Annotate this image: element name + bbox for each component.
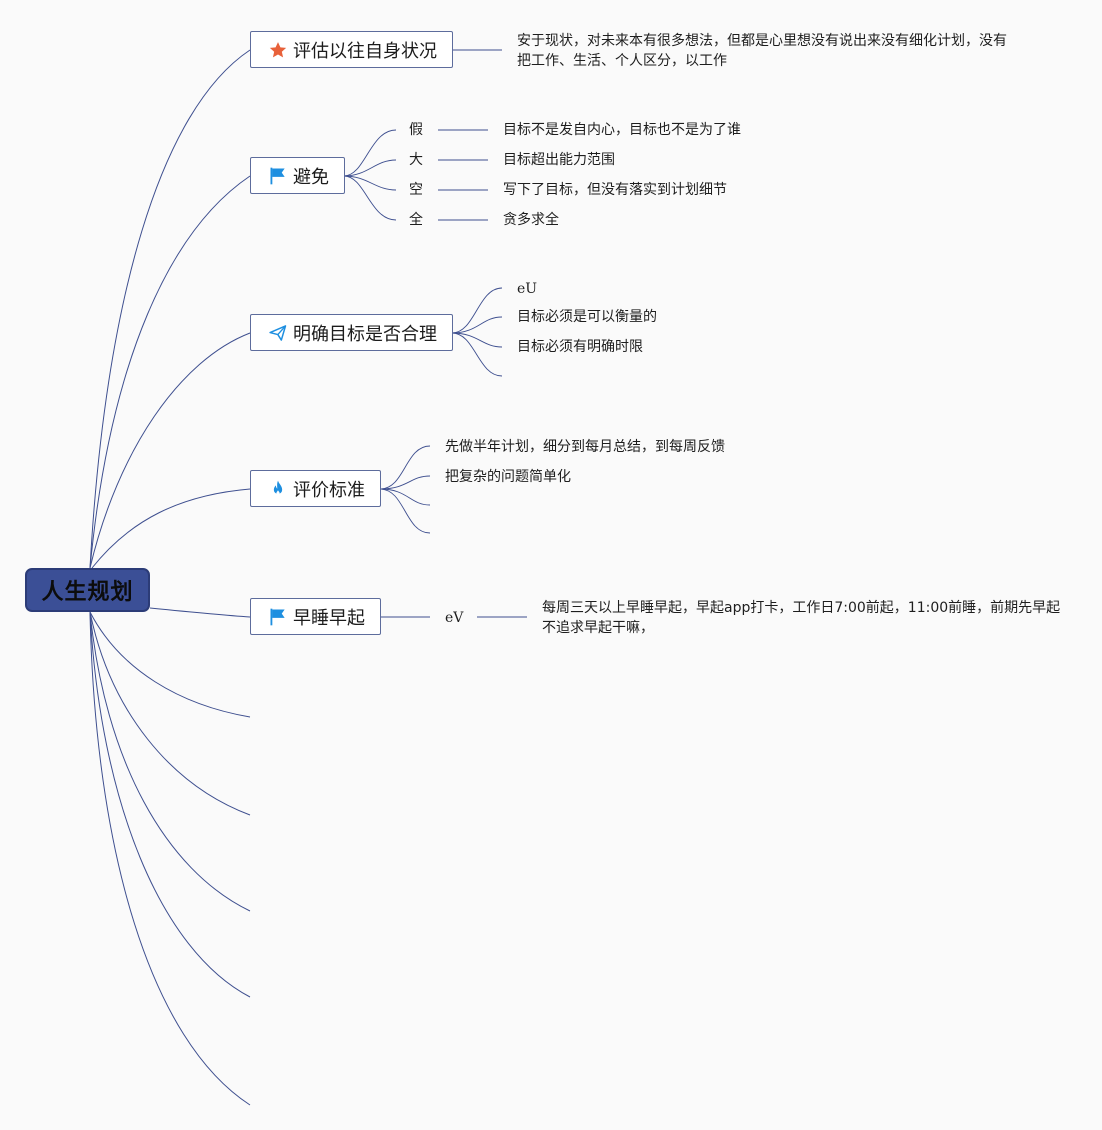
- criteria-item: 先做半年计划，细分到每月总结，到每周反馈: [445, 439, 725, 455]
- star-icon: [267, 39, 289, 61]
- topic-evaluate-past[interactable]: 评估以往自身状况: [250, 31, 453, 68]
- goal-item: 目标必须是可以衡量的: [517, 309, 657, 325]
- avoid-detail: 写下了目标，但没有落实到计划细节: [503, 182, 727, 198]
- avoid-detail: 贪多求全: [503, 212, 559, 228]
- topic-label: 明确目标是否合理: [293, 323, 437, 345]
- topic-evaluation-criteria[interactable]: 评价标准: [250, 470, 381, 507]
- goal-item: eU: [517, 281, 538, 297]
- topic-label: 评估以往自身状况: [293, 40, 437, 62]
- root-label: 人生规划: [41, 580, 134, 605]
- flag-icon: [267, 606, 289, 628]
- avoid-key: 大: [409, 152, 423, 168]
- avoid-detail: 目标不是发自内心，目标也不是为了谁: [503, 122, 741, 138]
- fire-icon: [267, 478, 289, 500]
- criteria-item: 把复杂的问题简单化: [445, 469, 571, 485]
- sleep-sub-item: eV: [445, 610, 464, 626]
- topic-label: 避免: [293, 166, 329, 188]
- topic-early-sleep-early-rise[interactable]: 早睡早起: [250, 598, 381, 635]
- avoid-detail: 目标超出能力范围: [503, 152, 615, 168]
- avoid-key: 全: [409, 212, 423, 228]
- flag-icon: [267, 165, 289, 187]
- topic-label: 早睡早起: [293, 607, 365, 629]
- root-topic[interactable]: 人生规划: [25, 568, 150, 612]
- note-line: 把工作、生活、个人区分，以工作: [517, 53, 727, 69]
- topic-label: 评价标准: [293, 479, 365, 501]
- topic-avoid[interactable]: 避免: [250, 157, 345, 194]
- note-line: 不追求早起干嘛，: [542, 620, 654, 636]
- avoid-key: 空: [409, 182, 423, 198]
- topic-goal-check[interactable]: 明确目标是否合理: [250, 314, 453, 351]
- note-line: 安于现状，对未来本有很多想法，但都是心里想没有说出来没有细化计划，没有: [517, 33, 1007, 49]
- paper-plane-icon: [267, 322, 289, 344]
- note-line: 每周三天以上早睡早起，早起app打卡，工作日7:00前起，11:00前睡，前期先…: [542, 600, 1061, 616]
- avoid-key: 假: [409, 122, 423, 138]
- goal-item: 目标必须有明确时限: [517, 339, 643, 355]
